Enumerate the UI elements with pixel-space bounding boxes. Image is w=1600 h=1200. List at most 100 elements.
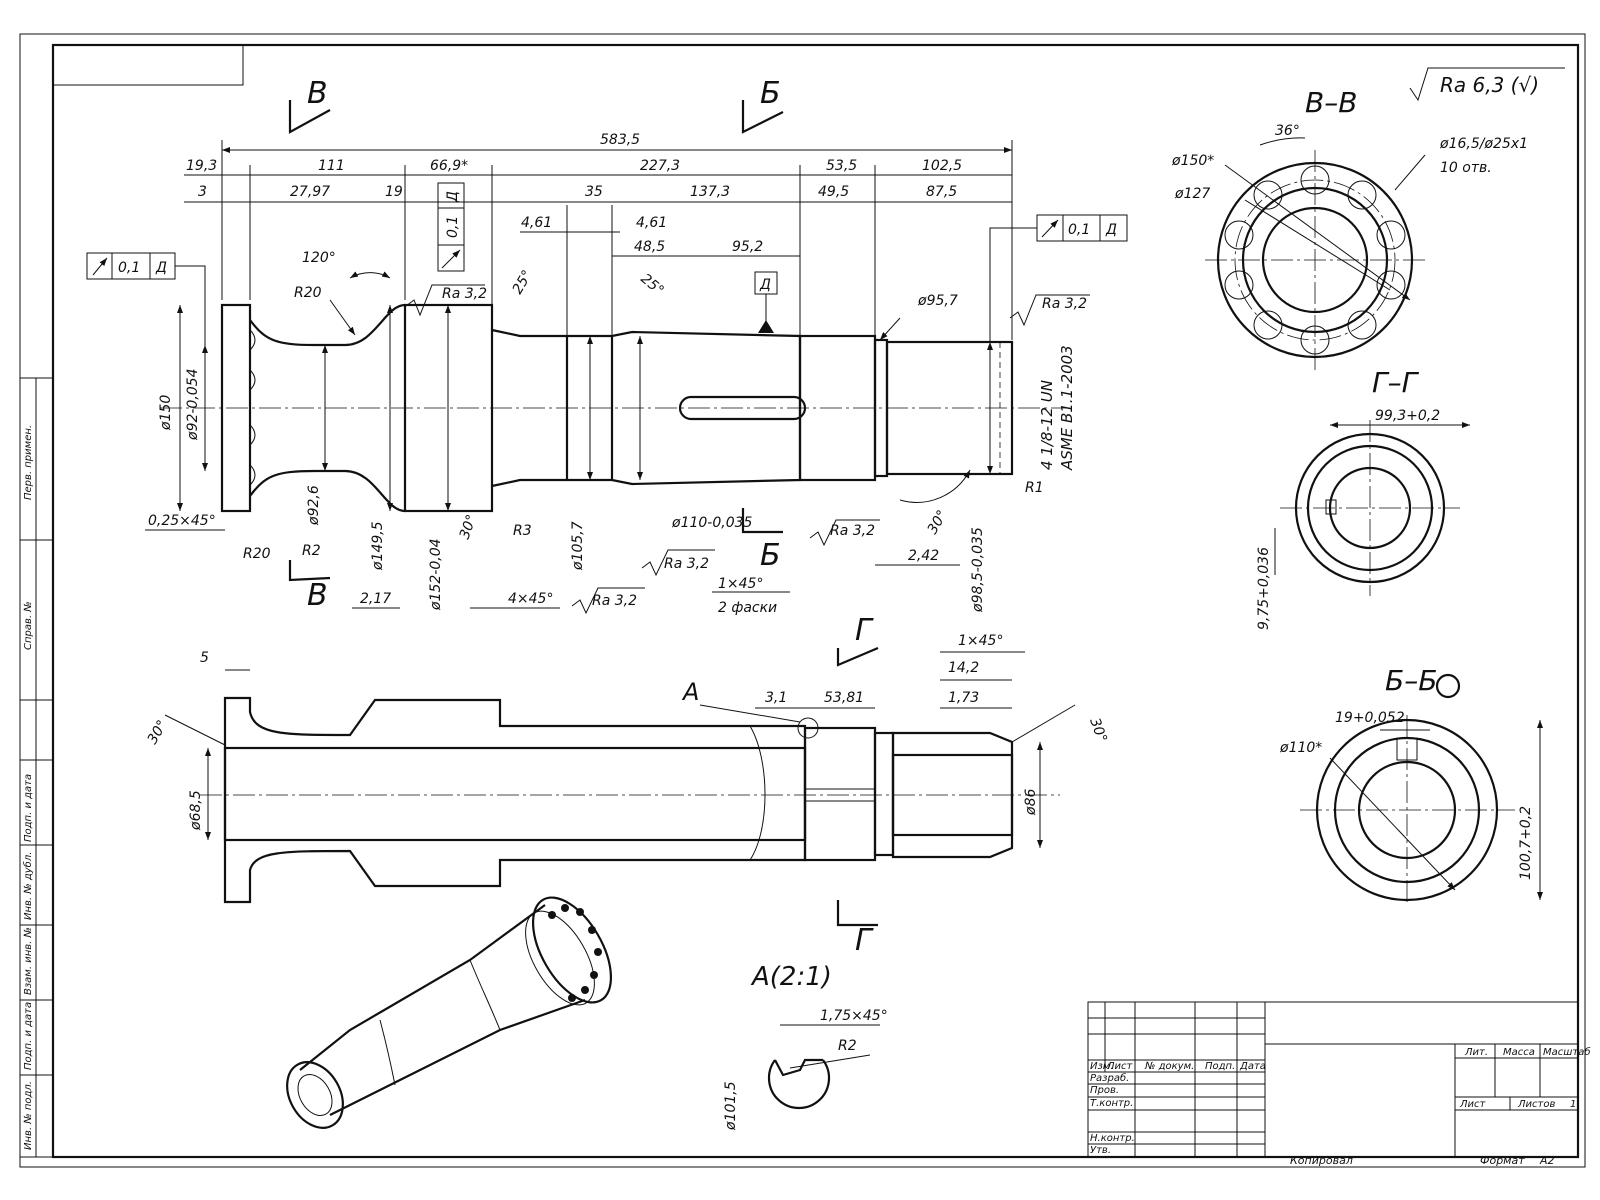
svg-text:583,5: 583,5 <box>600 132 640 148</box>
section-mark-v-top: В <box>307 76 328 111</box>
svg-text:А: А <box>681 678 699 706</box>
svg-text:19+0,052: 19+0,052 <box>1335 710 1405 726</box>
datum-marker-d: Д <box>754 271 778 333</box>
svg-text:ø152-0,04: ø152-0,04 <box>428 538 444 611</box>
svg-text:ø68,5: ø68,5 <box>188 790 204 831</box>
main-view-dimensions: ø150 ø92-0,054 120° R20 25° 25° R3 ø95,7… <box>145 250 1090 616</box>
svg-text:Копировал: Копировал <box>1290 1154 1353 1167</box>
svg-text:Утв.: Утв. <box>1090 1145 1111 1156</box>
svg-text:R2: R2 <box>838 1038 857 1054</box>
section-bb-dims: 19+0,052 ø110* 100,7+0,2 <box>1279 710 1543 900</box>
section-mark-v-bottom: В <box>307 578 328 613</box>
svg-text:30°: 30° <box>1086 716 1110 745</box>
roughness-general-label: Ra 6,3 (√) <box>1440 73 1539 97</box>
svg-text:Д: Д <box>445 191 461 203</box>
section-markers: В В Б Б Г Г <box>288 76 879 958</box>
svg-text:Дата: Дата <box>1239 1061 1266 1072</box>
svg-text:Изм.: Изм. <box>1090 1061 1114 1072</box>
svg-text:227,3: 227,3 <box>640 158 680 174</box>
svg-text:1×45°: 1×45° <box>958 633 1003 649</box>
svg-text:Подп.: Подп. <box>1205 1061 1235 1072</box>
svg-text:87,5: 87,5 <box>926 184 957 200</box>
side-label-sprav: Справ. № <box>23 601 34 650</box>
tolerance-frame-left: 0,1 Д <box>86 252 206 345</box>
section-gg-title: Г–Г <box>1372 366 1420 399</box>
svg-text:4 1/8-12 UN: 4 1/8-12 UN <box>1038 380 1056 470</box>
svg-text:4,61: 4,61 <box>636 215 667 231</box>
tolerance-frames: 0,1 Д 0,1 Д 0,1 Д Д <box>86 182 1128 345</box>
svg-text:0,1: 0,1 <box>1068 222 1090 238</box>
side-labels: Перв. примен. Справ. № Подп. и дата Инв.… <box>22 425 34 1150</box>
svg-text:100,7+0,2: 100,7+0,2 <box>1518 806 1534 880</box>
svg-text:ø16,5/ø25х1: ø16,5/ø25х1 <box>1439 136 1528 152</box>
svg-text:Ra 3,2: Ra 3,2 <box>830 523 875 539</box>
svg-text:ø149,5: ø149,5 <box>370 521 386 571</box>
svg-text:ø95,7: ø95,7 <box>917 293 958 309</box>
section-mark-g-top: Г <box>855 613 874 648</box>
svg-text:№ докум.: № докум. <box>1144 1061 1194 1072</box>
svg-text:Д: Д <box>155 260 167 276</box>
svg-text:Н.контр.: Н.контр. <box>1090 1133 1135 1144</box>
svg-text:ø105,7: ø105,7 <box>570 521 586 571</box>
svg-text:137,3: 137,3 <box>690 184 730 200</box>
svg-text:3,1: 3,1 <box>765 690 787 706</box>
svg-text:99,3+0,2: 99,3+0,2 <box>1375 408 1440 424</box>
side-label-perv: Перв. примен. <box>23 425 34 500</box>
svg-text:53,5: 53,5 <box>826 158 857 174</box>
svg-text:1×45°: 1×45° <box>718 576 763 592</box>
svg-text:Лит.: Лит. <box>1464 1047 1488 1058</box>
side-label-inv-podl: Инв. № подл. <box>23 1081 34 1150</box>
svg-text:Масштаб: Масштаб <box>1543 1046 1591 1058</box>
tolerance-frame-vertical: 0,1 Д <box>437 182 465 272</box>
svg-text:2 фаски: 2 фаски <box>718 600 777 616</box>
side-label-vzam: Взам. инв. № <box>23 927 34 995</box>
svg-text:4,61: 4,61 <box>521 215 552 231</box>
section-vv: В–В <box>1205 86 1425 370</box>
side-label-inv-dubl: Инв. № дубл. <box>22 852 34 920</box>
isometric-view <box>286 896 613 1129</box>
svg-text:Ra 3,2: Ra 3,2 <box>592 593 637 609</box>
tolerance-frame-right: 0,1 Д <box>989 214 1128 342</box>
svg-text:Лист: Лист <box>1459 1099 1487 1110</box>
footer: Копировал Формат А2 <box>1290 1154 1555 1167</box>
section-bb-title: Б–Б <box>1385 664 1437 697</box>
svg-text:95,2: 95,2 <box>732 239 763 255</box>
svg-text:А2: А2 <box>1539 1154 1555 1167</box>
svg-text:19: 19 <box>385 184 403 200</box>
svg-text:Д: Д <box>1105 222 1117 238</box>
svg-text:48,5: 48,5 <box>634 239 665 255</box>
section-vv-dims: 36° ø150* ø127 ø16,5/ø25х1 10 отв. <box>1171 123 1528 202</box>
section-mark-g-bottom: Г <box>855 923 874 958</box>
longitudinal-section <box>200 696 1060 904</box>
svg-text:ø110-0,035: ø110-0,035 <box>671 515 753 531</box>
svg-text:Формат: Формат <box>1480 1154 1525 1167</box>
svg-text:0,1: 0,1 <box>445 216 461 238</box>
general-roughness: Ra 6,3 (√) <box>1409 67 1565 102</box>
svg-text:36°: 36° <box>1275 123 1300 139</box>
svg-text:4×45°: 4×45° <box>508 591 553 607</box>
svg-text:Лист: Лист <box>1106 1061 1134 1072</box>
svg-text:27,97: 27,97 <box>290 184 330 200</box>
section-gg-dims: 99,3+0,2 9,75+0,036 <box>1256 408 1470 630</box>
svg-text:Ra 3,2: Ra 3,2 <box>442 286 487 302</box>
svg-text:2,42: 2,42 <box>908 548 939 564</box>
svg-text:30°: 30° <box>457 513 481 542</box>
svg-text:Листов: Листов <box>1517 1099 1555 1110</box>
svg-text:2,17: 2,17 <box>360 591 391 607</box>
svg-text:0,25×45°: 0,25×45° <box>148 513 216 529</box>
section-vv-title: В–В <box>1305 86 1357 119</box>
svg-text:R3: R3 <box>513 523 532 539</box>
svg-text:ø150: ø150 <box>158 395 174 431</box>
svg-text:ø86: ø86 <box>1023 789 1039 816</box>
svg-text:Масса: Масса <box>1503 1047 1535 1058</box>
svg-text:14,2: 14,2 <box>948 660 979 676</box>
svg-text:Ra 3,2: Ra 3,2 <box>664 556 709 572</box>
svg-text:ø101,5: ø101,5 <box>723 1081 739 1131</box>
svg-text:102,5: 102,5 <box>922 158 962 174</box>
svg-text:0,1: 0,1 <box>118 260 140 276</box>
side-label-podp1: Подп. и дата <box>23 774 34 842</box>
svg-text:1: 1 <box>1570 1099 1576 1110</box>
svg-text:Т.контр.: Т.контр. <box>1090 1098 1133 1109</box>
svg-text:R2: R2 <box>302 543 321 559</box>
